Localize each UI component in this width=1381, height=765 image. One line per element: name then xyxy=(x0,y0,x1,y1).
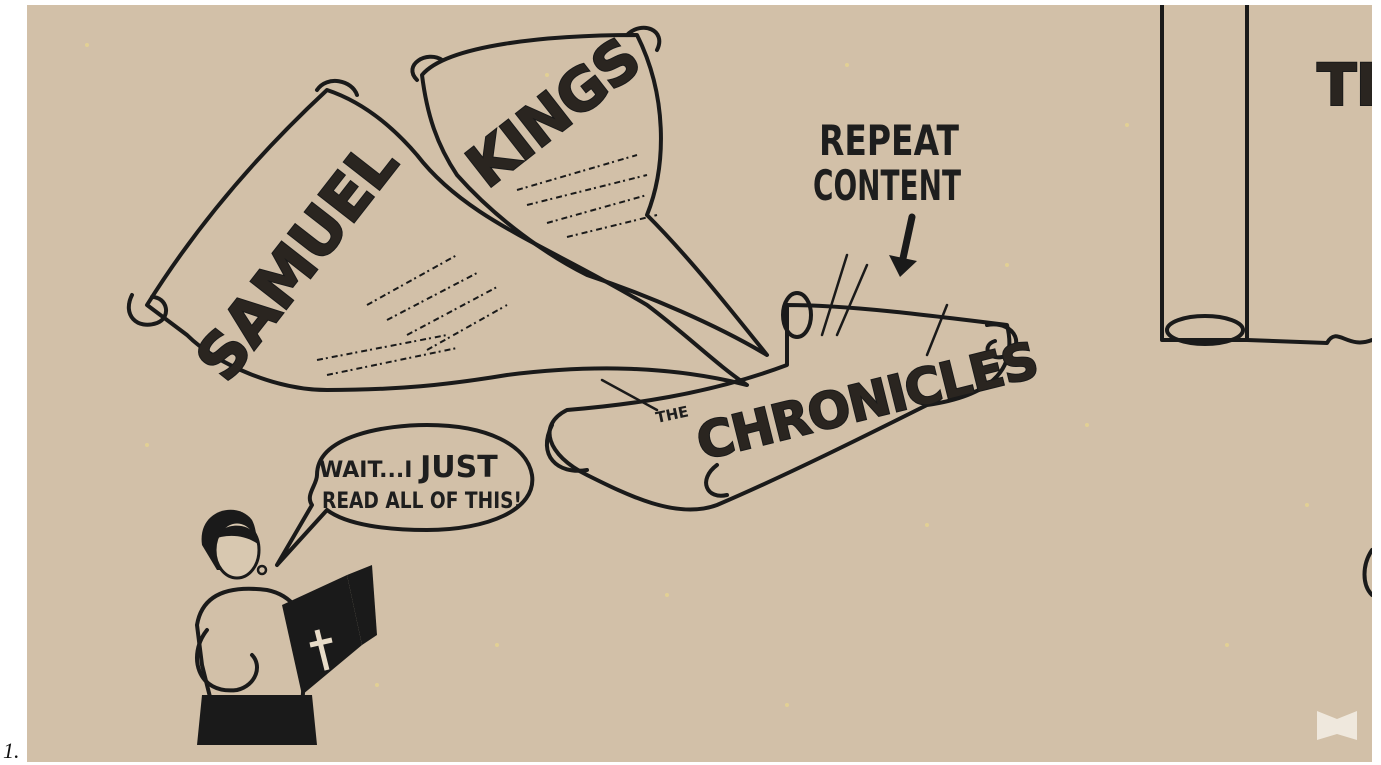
bubble-line2: READ ALL OF THIS! xyxy=(322,489,522,514)
partial-scroll-right: TH xyxy=(1162,5,1372,595)
speech-bubble: WAIT...I JUST READ ALL OF THIS! xyxy=(277,425,532,565)
partial-title: TH xyxy=(1317,51,1372,119)
chronicles-title: CHRONICLES xyxy=(691,331,1043,472)
watermark-logo-icon xyxy=(1317,711,1357,740)
video-frame: SAMUEL KINGS THE xyxy=(27,5,1372,762)
bubble-line1: WAIT...I JUST xyxy=(319,450,498,485)
scroll-chronicles: THE CHRONICLES xyxy=(547,255,1043,510)
annotation-line2: CONTENT xyxy=(813,161,961,210)
down-arrow-icon xyxy=(889,217,917,277)
list-number: 1. xyxy=(3,738,20,764)
chronicles-prefix: THE xyxy=(654,402,690,426)
illustration-canvas: SAMUEL KINGS THE xyxy=(27,5,1372,762)
bible-cross-icon xyxy=(282,565,377,695)
repeat-content-annotation: REPEAT CONTENT xyxy=(813,116,961,277)
annotation-line1: REPEAT xyxy=(819,116,959,165)
speed-lines xyxy=(822,255,947,355)
scroll-kings: KINGS xyxy=(412,25,767,355)
samuel-writing xyxy=(317,255,507,375)
kings-title: KINGS xyxy=(454,25,653,201)
scroll-samuel: SAMUEL xyxy=(129,81,747,394)
samuel-title: SAMUEL xyxy=(181,128,411,394)
